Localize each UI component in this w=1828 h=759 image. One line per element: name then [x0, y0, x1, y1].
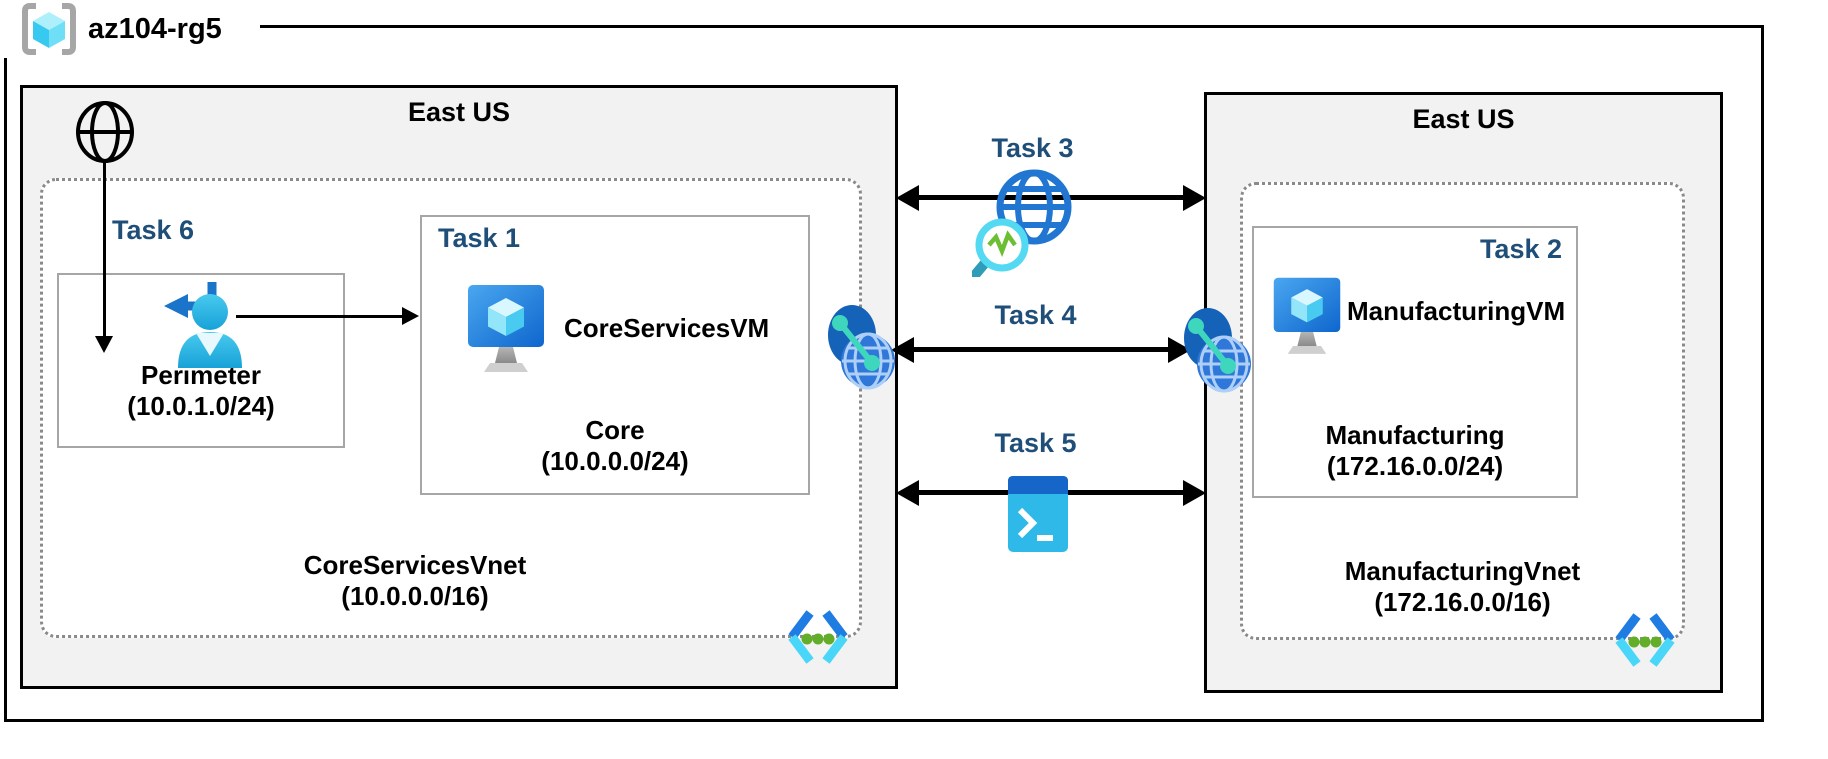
resource-group-name: az104-rg5 — [88, 12, 222, 45]
core-subnet-name: Core — [585, 415, 645, 445]
manufacturing-vnet-cidr: (172.16.0.0/16) — [1374, 587, 1551, 617]
core-vm-icon — [468, 285, 544, 372]
task4-arrow-line — [908, 347, 1174, 352]
task4-label: Task 4 — [994, 300, 1077, 330]
left-peering-icon — [828, 305, 895, 390]
manufacturing-subnet-box: Task 2 ManufacturingVM Manufacturing (17… — [1252, 226, 1578, 498]
task4-arrow — [891, 337, 1191, 363]
task4-arrow-head-left — [891, 337, 914, 363]
perimeter-user-icon — [164, 282, 242, 368]
core-subnet-box: Task 1 CoreServicesVM Core (10.0.0.0/24) — [420, 215, 810, 495]
core-vnet-label: CoreServicesVnet (10.0.0.0/16) — [150, 550, 680, 612]
cloud-shell-icon — [1008, 476, 1068, 552]
task3-arrow-head-left — [896, 185, 919, 211]
arrow-internet-to-perimeter-head — [95, 336, 113, 353]
resource-group-boundary — [4, 25, 1764, 722]
core-vnet-icon — [788, 610, 848, 664]
core-vnet-cidr: (10.0.0.0/16) — [341, 581, 489, 611]
arrow-perimeter-to-corevm-line — [236, 315, 404, 318]
task3-label: Task 3 — [991, 133, 1074, 163]
manufacturing-subnet-cidr: (172.16.0.0/24) — [1326, 451, 1504, 481]
core-vm-name: CoreServicesVM — [564, 313, 770, 343]
task5-arrow-head-left — [896, 480, 919, 506]
internet-icon — [76, 101, 134, 163]
core-subnet-cidr: (10.0.0.0/24) — [541, 446, 689, 476]
manufacturing-vnet-name: ManufacturingVnet — [1344, 556, 1581, 586]
perimeter-subnet-cidr: (10.0.1.0/24) — [127, 391, 275, 421]
arrow-perimeter-to-corevm-head — [402, 307, 419, 325]
left-region-label: East US — [407, 97, 511, 127]
manufacturing-vnet-icon — [1615, 613, 1675, 667]
manufacturing-subnet-label: Manufacturing (172.16.0.0/24) — [1254, 420, 1576, 482]
right-peering-icon — [1184, 308, 1251, 393]
manufacturing-vm-icon — [1273, 277, 1341, 354]
task3-arrow-head-right — [1183, 185, 1206, 211]
network-watcher-icon — [972, 169, 1072, 277]
manufacturing-vnet-label: ManufacturingVnet (172.16.0.0/16) — [1240, 556, 1685, 618]
task2-label: Task 2 — [1479, 234, 1562, 264]
manufacturing-subnet-name: Manufacturing — [1325, 420, 1505, 450]
core-vnet-name: CoreServicesVnet — [303, 550, 527, 580]
task5-label: Task 5 — [994, 428, 1077, 458]
manufacturing-vm-name: ManufacturingVM — [1347, 296, 1566, 326]
task1-label: Task 1 — [438, 223, 521, 253]
resource-group-label-chip: az104-rg5 — [2, 0, 260, 58]
core-subnet-label: Core (10.0.0.0/24) — [422, 415, 808, 477]
right-region-label: East US — [1412, 104, 1515, 134]
task6-label: Task 6 — [111, 215, 195, 245]
resource-group-icon — [22, 3, 76, 55]
arrow-internet-to-perimeter-line — [103, 162, 106, 338]
task5-arrow-head-right — [1183, 480, 1206, 506]
